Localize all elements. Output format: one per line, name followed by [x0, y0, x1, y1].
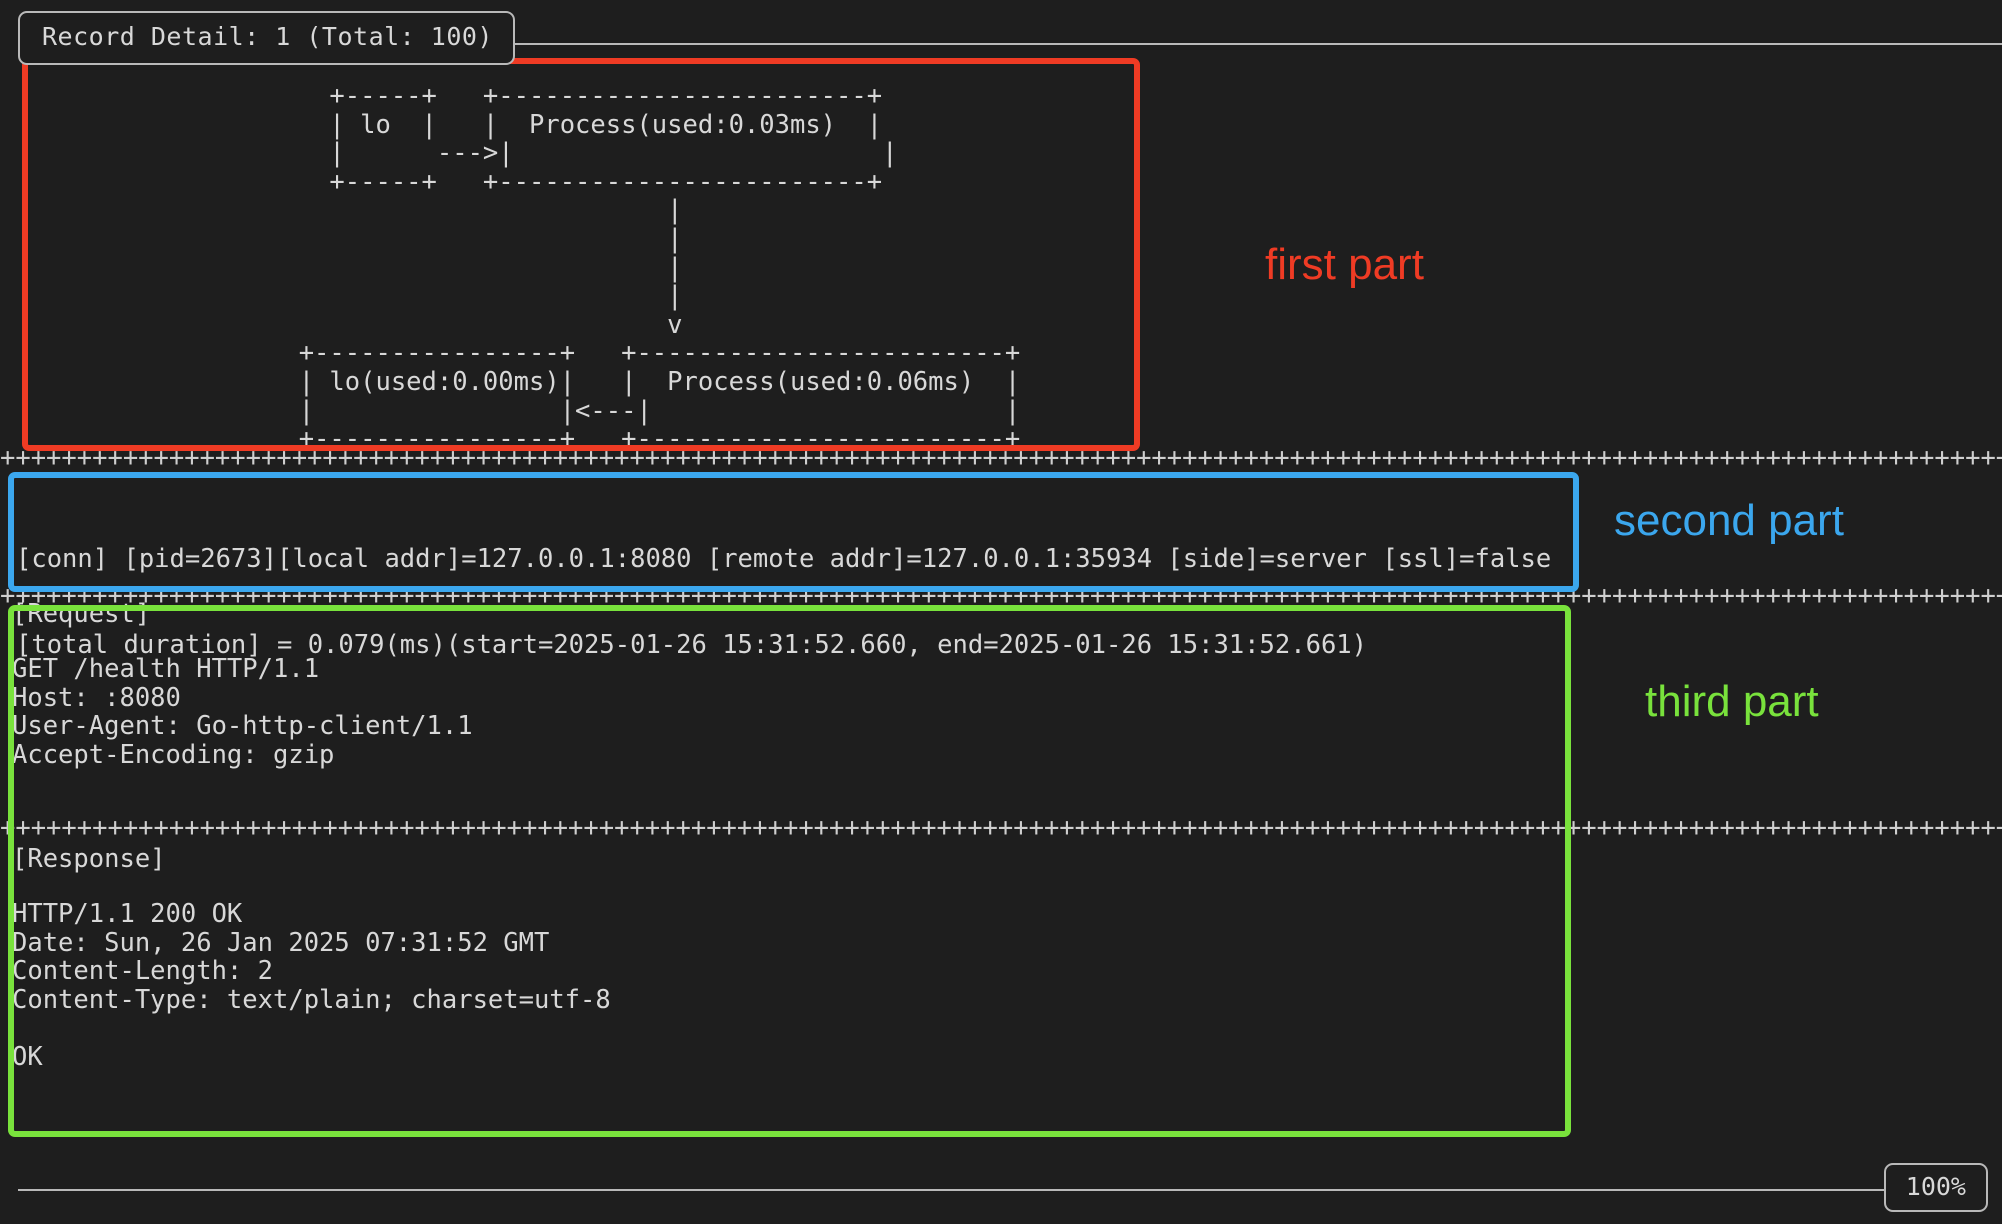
section-divider-3: ++++++++++++++++++++++++++++++++++++++++…	[0, 817, 2002, 839]
request-heading: [Request]	[12, 599, 151, 629]
request-body: GET /health HTTP/1.1 Host: :8080 User-Ag…	[12, 654, 473, 770]
page-title: Record Detail: 1 (Total: 100)	[42, 22, 493, 51]
annotation-label-second-part: second part	[1614, 496, 1844, 545]
response-body: HTTP/1.1 200 OK Date: Sun, 26 Jan 2025 0…	[12, 899, 611, 1072]
section-divider-2: ++++++++++++++++++++++++++++++++++++++++…	[0, 585, 2002, 607]
zoom-level-value: 100%	[1905, 1172, 1966, 1201]
section-divider-1: ++++++++++++++++++++++++++++++++++++++++…	[0, 447, 2002, 469]
status-bar-rule	[18, 1189, 1903, 1191]
record-detail-title-tab: Record Detail: 1 (Total: 100)	[18, 11, 515, 65]
zoom-level-badge[interactable]: 100%	[1883, 1163, 1988, 1212]
conn-line-1: [conn] [pid=2673][local addr]=127.0.0.1:…	[16, 544, 1552, 575]
panel-top-border	[470, 43, 2002, 45]
connection-summary: [conn] [pid=2673][local addr]=127.0.0.1:…	[16, 488, 1551, 717]
annotation-label-first-part: first part	[1265, 240, 1424, 289]
response-heading: [Response]	[12, 844, 166, 874]
ascii-flow-diagram: +-----+ +------------------------+ | lo …	[298, 81, 1021, 455]
annotation-label-third-part: third part	[1645, 677, 1819, 726]
conn-line-2: [total duration] = 0.079(ms)(start=2025-…	[16, 629, 1368, 660]
